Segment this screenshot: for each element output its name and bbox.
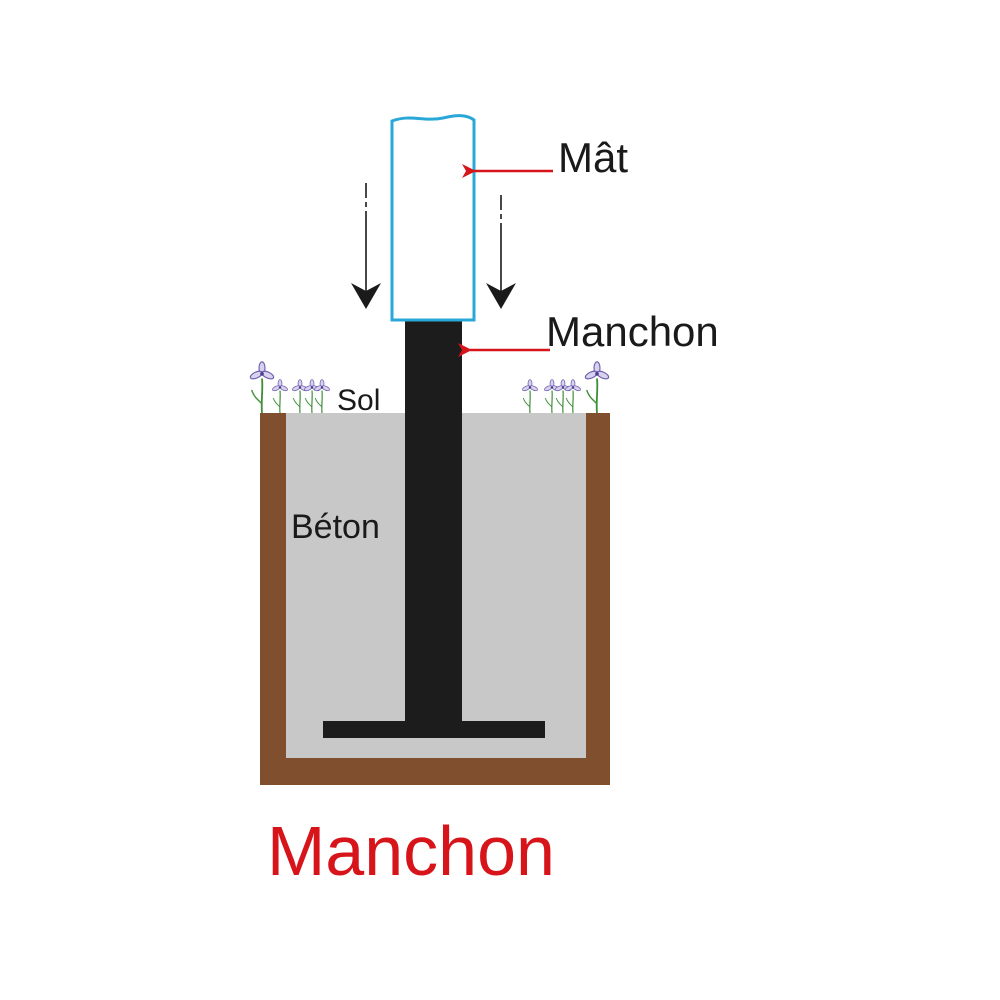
flower-icon bbox=[248, 360, 331, 414]
down-arrow-icon bbox=[486, 195, 516, 309]
ground-label: Sol bbox=[337, 384, 380, 417]
down-arrow-icon bbox=[351, 183, 381, 309]
flower-icon bbox=[521, 360, 611, 414]
concrete-label: Béton bbox=[291, 508, 380, 546]
sleeve-label: Manchon bbox=[546, 308, 719, 355]
sleeve-base-plate bbox=[323, 721, 545, 738]
mast-tube bbox=[390, 114, 476, 322]
diagram-title: Manchon bbox=[267, 812, 555, 890]
mast-label: Mât bbox=[558, 134, 628, 181]
sleeve-tube bbox=[405, 320, 462, 724]
